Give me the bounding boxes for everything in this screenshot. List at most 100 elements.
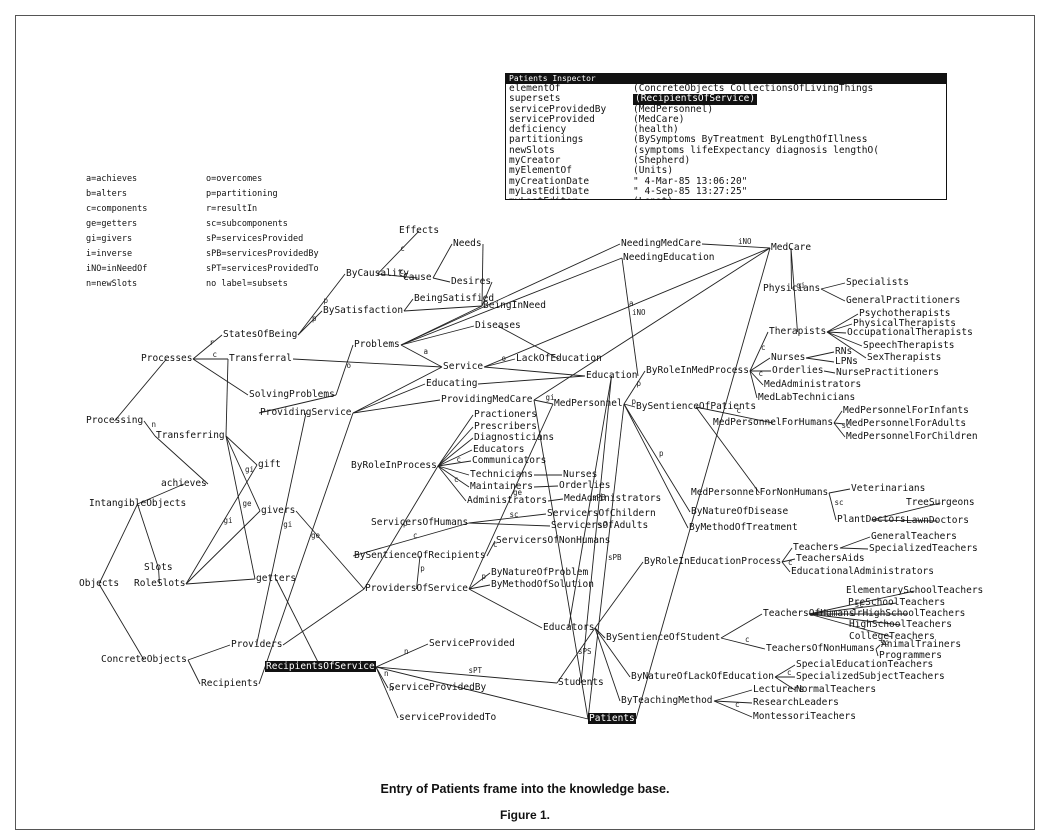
node-nurses2[interactable]: Nurses — [563, 469, 598, 480]
node-service-provided-to[interactable]: serviceProvidedTo — [399, 712, 497, 723]
node-speech-therapists[interactable]: SpeechTherapists — [863, 340, 955, 351]
node-psychotherapists[interactable]: Psychotherapists — [859, 308, 951, 319]
node-med-personnel-for-infants[interactable]: MedPersonnelForInfants — [843, 405, 969, 416]
inspector-row[interactable]: myCreationDate" 4-Mar-85 13:06:20" — [506, 176, 946, 187]
node-lpns[interactable]: LPNs — [835, 356, 858, 367]
node-by-nature-of-disease[interactable]: ByNatureOfDisease — [691, 506, 789, 517]
node-tree-surgeons[interactable]: TreeSurgeons — [906, 497, 975, 508]
node-by-method-of-treatment[interactable]: ByMethodOfTreatment — [689, 522, 798, 533]
node-servicers-of-adults[interactable]: ServicersOfAdults — [551, 520, 649, 531]
node-servicers-of-humans[interactable]: ServicersOfHumans — [371, 517, 469, 528]
node-rns[interactable]: RNs — [835, 346, 853, 357]
node-montessori-teachers[interactable]: MontessoriTeachers — [753, 711, 856, 722]
node-transferring[interactable]: Transferring — [156, 430, 225, 441]
node-objects[interactable]: Objects — [79, 578, 120, 589]
node-by-nature-of-lack-of-education[interactable]: ByNatureOfLackOfEducation — [631, 671, 774, 682]
inspector-row[interactable]: myElementOf(Units) — [506, 166, 946, 177]
node-needing-med-care[interactable]: NeedingMedCare — [621, 238, 702, 249]
node-teachers[interactable]: Teachers — [793, 542, 839, 553]
node-educators[interactable]: Educators — [473, 444, 525, 455]
inspector-row[interactable]: serviceProvidedBy(MedPersonnel) — [506, 104, 946, 115]
node-by-method-of-solution[interactable]: ByMethodOfSolution — [491, 579, 594, 590]
node-educational-administrators[interactable]: EducationalAdministrators — [791, 566, 934, 577]
node-concrete-objects[interactable]: ConcreteObjects — [101, 654, 187, 665]
node-nurse-practitioners[interactable]: NursePractitioners — [836, 367, 939, 378]
node-providers-of-service[interactable]: ProvidersOfService — [365, 583, 468, 594]
node-maintainers[interactable]: Maintainers — [470, 481, 533, 492]
node-by-role-in-med-process[interactable]: ByRoleInMedProcess — [646, 365, 749, 376]
inspector-row[interactable]: myCreator(Shepherd) — [506, 155, 946, 166]
node-teachers-of-non-humans[interactable]: TeachersOfNonHumans — [766, 643, 875, 654]
node-lawn-doctors[interactable]: LawnDoctors — [906, 515, 969, 526]
patients-inspector-window[interactable]: Patients Inspector elementOf(ConcreteObj… — [505, 73, 947, 200]
inspector-title-bar[interactable]: Patients Inspector — [506, 74, 946, 84]
node-patients[interactable]: Patients — [588, 713, 636, 724]
node-problems[interactable]: Problems — [354, 339, 400, 350]
node-transferral[interactable]: Transferral — [229, 353, 292, 364]
node-providers[interactable]: Providers — [231, 639, 283, 650]
node-med-care[interactable]: MedCare — [771, 242, 812, 253]
node-physical-therapists[interactable]: PhysicalTherapists — [853, 318, 956, 329]
node-med-lab-technicians[interactable]: MedLabTechnicians — [758, 392, 856, 403]
node-needs[interactable]: Needs — [453, 238, 482, 249]
node-states-of-being[interactable]: StatesOfBeing — [223, 329, 298, 340]
node-med-administrators2[interactable]: MedAdministrators — [564, 493, 662, 504]
node-role-slots[interactable]: RoleSlots — [134, 578, 186, 589]
node-being-satisfied[interactable]: BeingSatisfied — [414, 293, 495, 304]
inspector-row[interactable]: myLastEditDate" 4-Sep-85 13:27:25" — [506, 186, 946, 197]
node-med-personnel[interactable]: MedPersonnel — [554, 398, 623, 409]
node-pre-school-teachers[interactable]: PreSchoolTeachers — [848, 597, 946, 608]
node-by-sentience-of-patients[interactable]: BySentienceOfPatients — [636, 401, 757, 412]
node-by-role-in-education-process[interactable]: ByRoleInEducationProcess — [644, 556, 782, 567]
node-slots[interactable]: Slots — [144, 562, 173, 573]
node-getters[interactable]: getters — [256, 573, 297, 584]
node-plant-doctors[interactable]: PlantDoctors — [837, 514, 906, 525]
node-providing-service[interactable]: ProvidingService — [260, 407, 352, 418]
node-med-personnel-for-adults[interactable]: MedPersonnelForAdults — [846, 418, 967, 429]
node-specialized-subject-teachers[interactable]: SpecializedSubjectTeachers — [796, 671, 945, 682]
node-technicians[interactable]: Technicians — [470, 469, 533, 480]
node-med-personnel-for-children[interactable]: MedPersonnelForChildren — [846, 431, 978, 442]
node-programmers[interactable]: Programmers — [879, 650, 942, 661]
node-therapists[interactable]: Therapists — [769, 326, 827, 337]
inspector-row[interactable]: newSlots(symptoms lifeExpectancy diagnos… — [506, 145, 946, 156]
node-achieves[interactable]: achieves — [161, 478, 207, 489]
node-general-teachers[interactable]: GeneralTeachers — [871, 531, 957, 542]
node-servicers-of-children[interactable]: ServicersOfChildern — [547, 508, 656, 519]
node-education[interactable]: Education — [586, 370, 638, 381]
node-providing-med-care[interactable]: ProvidingMedCare — [441, 394, 533, 405]
node-jr-high-school-teachers[interactable]: JrHighSchoolTeachers — [851, 608, 966, 619]
node-occupational-therapists[interactable]: OccupationalTherapists — [847, 327, 973, 338]
node-med-personnel-for-non-humans[interactable]: MedPersonnelForNonHumans — [691, 487, 829, 498]
node-physicians[interactable]: Physicians — [763, 283, 821, 294]
node-by-satisfaction[interactable]: BySatisfaction — [323, 305, 404, 316]
node-students[interactable]: Students — [558, 677, 604, 688]
node-nurses[interactable]: Nurses — [771, 352, 806, 363]
node-recipients[interactable]: Recipients — [201, 678, 259, 689]
node-service[interactable]: Service — [443, 361, 484, 372]
node-recipients-of-service[interactable]: RecipientsOfService — [265, 661, 376, 672]
node-diseases[interactable]: Diseases — [475, 320, 521, 331]
node-by-sentience-of-students[interactable]: BySentienceOfStudent — [606, 632, 721, 643]
node-effects[interactable]: Effects — [399, 225, 440, 236]
node-educators2[interactable]: Educators — [543, 622, 595, 633]
node-practioners[interactable]: Practioners — [474, 409, 537, 420]
node-desires[interactable]: Desires — [451, 276, 492, 287]
node-solving-problems[interactable]: SolvingProblems — [249, 389, 335, 400]
node-med-personnel-for-humans[interactable]: MedPersonnelForHumans — [713, 417, 834, 428]
node-being-in-need[interactable]: BeingInNeed — [483, 300, 546, 311]
node-by-causality[interactable]: ByCausality — [346, 268, 409, 279]
node-orderlies[interactable]: Orderlies — [772, 365, 824, 376]
node-specialists[interactable]: Specialists — [846, 277, 909, 288]
node-animal-trainers[interactable]: AnimalTrainers — [881, 639, 962, 650]
node-administrators[interactable]: Administrators — [467, 495, 548, 506]
inspector-row[interactable]: myLastEditor(Lenat) — [506, 196, 946, 199]
node-communicators[interactable]: Communicators — [472, 455, 547, 466]
node-orderlies2[interactable]: Orderlies — [559, 480, 611, 491]
node-by-sentience-of-recipients[interactable]: BySentienceOfRecipients — [354, 550, 486, 561]
inspector-row[interactable]: supersets(RecipientsOfService) — [506, 93, 946, 105]
node-by-role-in-process[interactable]: ByRoleInProcess — [351, 460, 437, 471]
inspector-row[interactable]: partitionings(BySymptoms ByTreatment ByL… — [506, 135, 946, 146]
inspector-row[interactable]: serviceProvided(MedCare) — [506, 114, 946, 125]
node-service-provided[interactable]: ServiceProvided — [429, 638, 515, 649]
